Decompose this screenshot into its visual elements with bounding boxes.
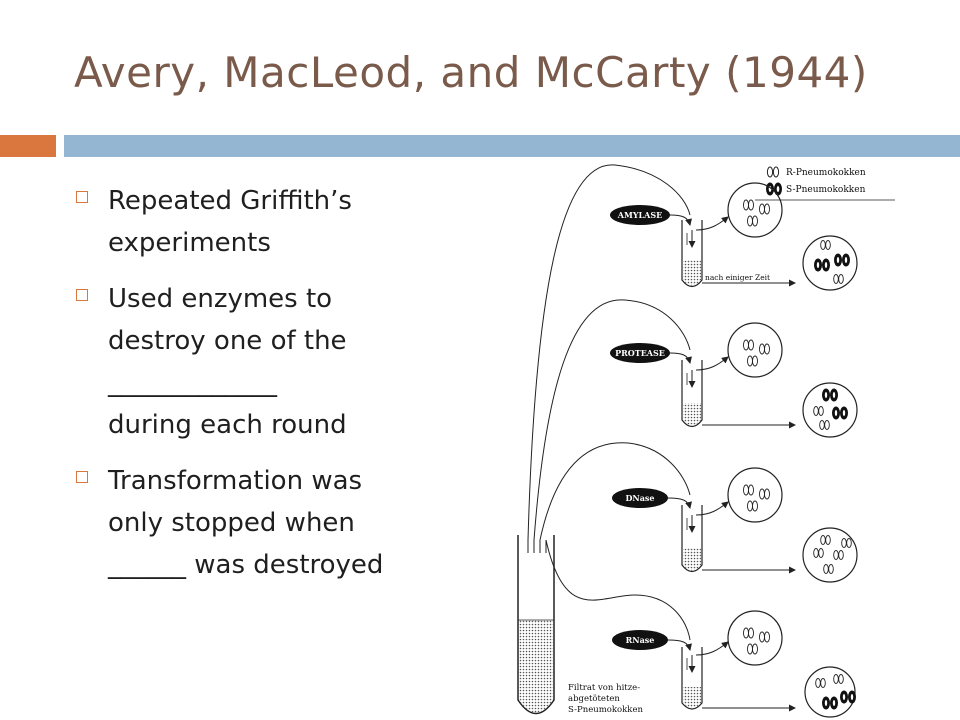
- legend-s-label: S-Pneumokokken: [786, 185, 866, 195]
- accent-bar-orange: [0, 135, 56, 157]
- r-cell-plate: [727, 467, 783, 523]
- square-bullet-icon: [76, 191, 88, 203]
- result-plate: [804, 666, 856, 718]
- experiment-row-rnase: RNase: [612, 610, 856, 718]
- accent-bar-blue: [64, 135, 960, 157]
- source-label-line: Filtrat von hitze-: [568, 683, 640, 693]
- enzyme-label: RNase: [626, 635, 655, 645]
- r-cell-plate: [727, 322, 783, 378]
- bullet-item: Transformation was only stopped when ___…: [76, 460, 486, 586]
- bullet-line: during each round: [108, 410, 347, 440]
- experiment-row-amylase: AMYLASE nach einiger Zeit: [610, 182, 858, 291]
- experiment-row-protease: PROTEASE: [610, 322, 858, 438]
- bullet-line: experiments: [108, 228, 271, 258]
- square-bullet-icon: [76, 289, 88, 301]
- legend-r-label: R-Pneumokokken: [786, 168, 866, 178]
- r-cell-plate: [727, 610, 783, 666]
- r-cell-legend-icon: [766, 166, 780, 178]
- legend: R-Pneumokokken S-Pneumokokken: [755, 166, 895, 201]
- enzyme-label: PROTEASE: [615, 348, 665, 358]
- source-label-line: S-Pneumokokken: [568, 705, 643, 715]
- enzyme-badge: [610, 205, 670, 225]
- result-plate: [802, 382, 858, 438]
- bullet-list: Repeated Griffith’s experiments Used enz…: [76, 180, 486, 600]
- bullet-line: ______ was destroyed: [108, 550, 384, 580]
- square-bullet-icon: [76, 471, 88, 483]
- enzyme-label: DNase: [625, 493, 654, 503]
- source-filtrate-tube: [517, 535, 555, 715]
- bullet-line: Transformation was: [108, 466, 363, 496]
- result-plate: [802, 235, 858, 291]
- bullet-line: only stopped when: [108, 508, 355, 538]
- enzyme-badge: [610, 343, 670, 363]
- result-plate: [802, 527, 858, 583]
- bullet-line: destroy one of the: [108, 326, 347, 356]
- slide-title: Avery, MacLeod, and McCarty (1944): [74, 48, 868, 97]
- bullet-line: Repeated Griffith’s: [108, 186, 352, 216]
- bullet-item: Repeated Griffith’s experiments: [76, 180, 486, 264]
- bullet-line: Used enzymes to: [108, 284, 333, 314]
- bullet-line-blank: _____________: [108, 368, 277, 398]
- enzyme-badge: [612, 630, 668, 650]
- enzyme-label: AMYLASE: [617, 210, 662, 220]
- experiment-row-dnase: DNase: [612, 467, 858, 583]
- transfer-arcs: [527, 164, 691, 641]
- source-label-line: abgetöteten: [568, 694, 620, 704]
- r-cell-plate: [727, 182, 783, 238]
- enzyme-badge: [612, 488, 668, 508]
- s-cell-legend-icon: [766, 182, 782, 196]
- after-time-label: nach einiger Zeit: [705, 273, 770, 282]
- experiment-diagram: R-Pneumokokken S-Pneumokokken Filtrat vo…: [517, 164, 895, 718]
- bullet-item: Used enzymes to destroy one of the _____…: [76, 278, 486, 446]
